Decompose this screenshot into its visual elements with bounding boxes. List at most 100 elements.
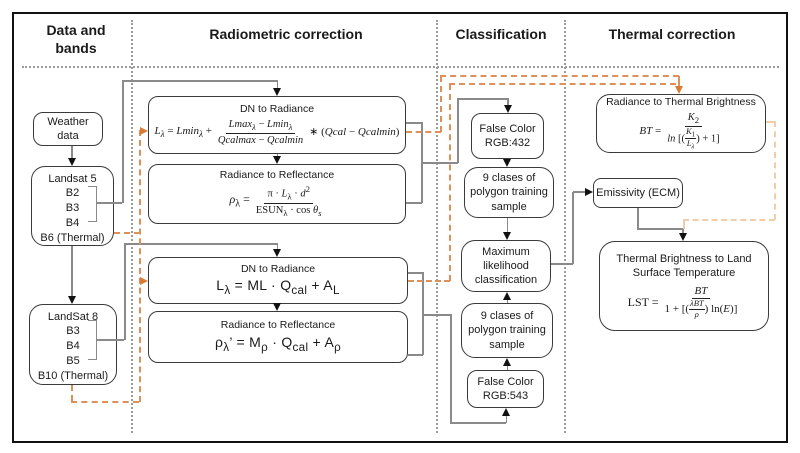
arrowhead-fc543-classes2 <box>503 358 511 366</box>
arrowhead-into-fc432 <box>504 105 512 113</box>
column-header-data-and-bands: Data and bands <box>46 22 106 57</box>
lst-title: Thermal Brightness to Land Surface Tempe… <box>616 253 752 280</box>
landsat8-thermal-band: B10 (Thermal) <box>37 369 109 382</box>
arrowhead-classes1-maxlike <box>503 232 511 240</box>
thermal-path-b10-out-2 <box>71 401 139 403</box>
orange-arrowhead-into-bt <box>675 86 683 94</box>
l8-dn-formula: Lλ = ML · Qcal + AL <box>216 277 340 298</box>
l8pair-bracket-bottom <box>408 354 423 356</box>
bt-title: Radiance to Thermal Brightness <box>606 95 756 108</box>
thermal-path-l5-radiance-2 <box>440 76 442 132</box>
maximum-likelihood-box: Maximum likelihood classification <box>461 240 551 292</box>
connector-landsat5-landsat8 <box>71 246 73 296</box>
connector-l8pair-2 <box>450 314 452 423</box>
l8-radiance-to-reflectance-box: Radiance to Reflectance ρλ’ = Mρ · Qcal … <box>148 311 408 363</box>
l5-dn-lhs: Lλ = Lminλ + <box>154 124 212 139</box>
arrowhead-fc432-classes1 <box>503 159 511 167</box>
connector-maxlike-emissivity-1 <box>551 263 573 265</box>
weather-data-box: Weather data <box>33 112 103 146</box>
connector-l5pair-3 <box>457 98 507 100</box>
bt-to-lst-path-1 <box>766 121 776 123</box>
connector-emissivity-lst-1 <box>637 208 639 229</box>
false-color-432-label: False Color RGB:432 <box>479 122 536 149</box>
l5pair-bracket-bottom <box>406 202 422 204</box>
thermal-path-merge <box>678 76 680 86</box>
arrowhead-into-fc543 <box>502 408 510 416</box>
connector-maxlike-emissivity-3 <box>573 191 585 193</box>
radiance-to-thermal-brightness-box: Radiance to Thermal Brightness BT = K2 l… <box>596 94 766 153</box>
false-color-432-box: False Color RGB:432 <box>471 113 544 159</box>
landsat5-title: Landsat 5 <box>48 173 97 185</box>
landsat8-band-b3: B3 <box>66 325 80 338</box>
connector-l8bands-1 <box>96 339 124 341</box>
classes-polygon-top-box: 9 clases of polygon training sample <box>464 167 554 218</box>
connector-fc543-classes2 <box>506 366 508 370</box>
connector-weather-landsat5 <box>71 146 73 158</box>
connector-maxlike-emissivity-2 <box>572 192 574 264</box>
l8-refl-formula: ρλ’ = Mρ · Qcal + Aρ <box>214 333 342 354</box>
l8pair-bracket-top <box>408 272 423 274</box>
connector-l8pair-1 <box>423 314 450 316</box>
connector-l8bands-4 <box>276 243 278 249</box>
arrowhead-into-landsat5 <box>68 158 76 166</box>
emissivity-box: Emissivity (ECM) <box>593 178 683 208</box>
bt-to-lst-path-3 <box>683 219 775 221</box>
l8-dn-to-radiance-box: DN to Radiance Lλ = ML · Qcal + AL <box>148 257 408 304</box>
l8-refl-title: Radiance to Reflectance <box>220 319 336 332</box>
weather-data-label: Weather data <box>47 115 89 142</box>
arrowhead-into-emissivity <box>585 188 593 196</box>
connector-l5pair-1 <box>422 162 458 164</box>
column-header-classification: Classification <box>455 26 547 42</box>
landsat5-band-b3: B3 <box>65 202 80 215</box>
thermal-path-l5-radiance-1 <box>406 131 441 133</box>
thermal-path-b6-out <box>114 232 140 234</box>
l5-refl-title: Radiance to Reflectance <box>219 169 335 182</box>
classes-polygon-top-label: 9 clases of polygon training sample <box>470 172 548 213</box>
lst-lhs: LST = <box>627 294 659 309</box>
arrowhead-into-l8-refl <box>273 303 281 311</box>
landsat8-band-b5: B5 <box>66 354 80 367</box>
bt-lhs: BT = <box>639 124 662 137</box>
arrowhead-into-l8-dn <box>273 249 281 257</box>
l5-radiance-to-reflectance-box: Radiance to Reflectance ρλ = π · Lλ · d2… <box>148 164 406 224</box>
landsat5-bands: B2 B3 B4 <box>66 186 79 231</box>
maximum-likelihood-label: Maximum likelihood classification <box>474 245 538 287</box>
thermal-path-l5-radiance-3 <box>440 75 679 77</box>
orange-arrowhead-into-l8-dn <box>140 277 148 285</box>
landsat5-band-b4: B4 <box>65 216 80 229</box>
arrowhead-into-l5-refl <box>273 156 281 164</box>
landsat5-box: Landsat 5 B2 B3 B4 B6 (Thermal) <box>31 166 114 246</box>
landsat5-bands-bracket <box>88 186 97 222</box>
connector-l5pair-4 <box>507 98 509 105</box>
l5-dn-rhs: ∗ (Qcal − Qcalmin) <box>309 126 400 139</box>
l5-dn-denominator: Qcalmax − Qcalmin <box>217 134 304 146</box>
classes-polygon-bottom-label: 9 clases of polygon training sample <box>468 310 546 351</box>
bt-to-lst-path-2 <box>774 121 776 220</box>
thermal-path-bus <box>139 130 141 402</box>
connector-classes2-maxlike <box>506 300 508 303</box>
landsat8-band-b4: B4 <box>66 340 80 353</box>
l5-dn-fraction: Lmaxλ − Lminλ Qcalmax − Qcalmin <box>215 118 306 147</box>
l5-refl-denominator: ESUNλ · cos θs <box>255 204 322 218</box>
column-header-thermal-correction: Thermal correction <box>608 26 736 42</box>
connector-l8bands-2 <box>124 243 126 340</box>
l5pair-bracket-top <box>406 122 422 124</box>
arrowhead-classes2-maxlike <box>503 292 511 300</box>
landsat8-bands: B3 B4 B5 <box>66 324 79 369</box>
connector-l5bands-3 <box>122 80 277 82</box>
column-header-radiometric-correction: Radiometric correction <box>209 26 363 42</box>
false-color-543-box: False Color RGB:543 <box>467 370 544 408</box>
thermal-path-l8-radiance-3 <box>449 83 676 85</box>
l8pair-bracket-vert <box>422 272 424 355</box>
l5-dn-formula: Lλ = Lminλ + Lmaxλ − Lminλ Qcalmax − Qca… <box>155 118 400 147</box>
l8-dn-title: DN to Radiance <box>240 262 316 275</box>
orange-arrowhead-into-l5-dn <box>140 127 148 135</box>
lst-box: Thermal Brightness to Land Surface Tempe… <box>599 241 769 331</box>
emissivity-label: Emissivity (ECM) <box>596 186 680 199</box>
lst-numerator: BT <box>691 285 711 300</box>
